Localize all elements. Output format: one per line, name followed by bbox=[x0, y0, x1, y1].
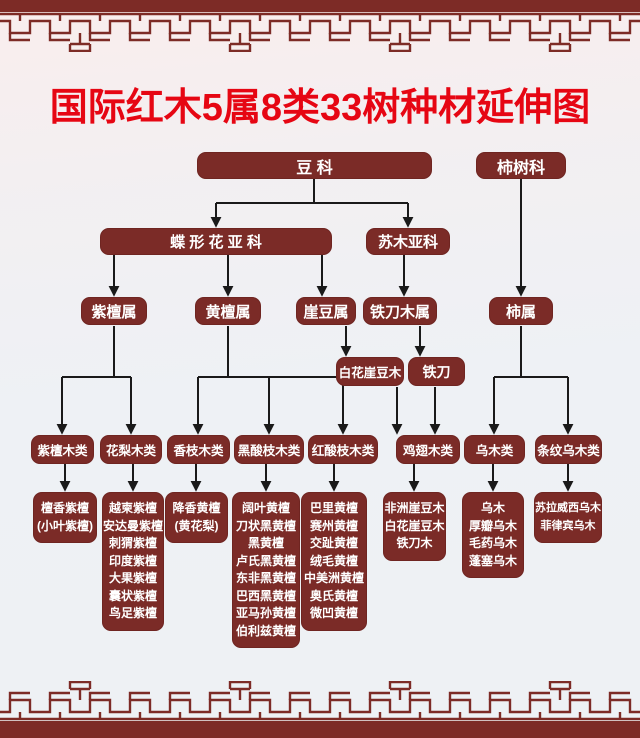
frame-top-lattice-pattern bbox=[0, 12, 640, 52]
genus-millettia: 崖豆属 bbox=[296, 297, 356, 325]
category-jichi: 鸡翅木类 bbox=[396, 435, 460, 464]
category-wumu: 乌木类 bbox=[464, 435, 525, 464]
poster-title: 国际红木5属8类33树种材延伸图 bbox=[49, 87, 591, 129]
frame-bottom-lattice-pattern bbox=[0, 681, 640, 721]
species-list-wumu: 乌木厚瓣乌木毛药乌木蓬塞乌木 bbox=[462, 492, 524, 578]
species-list-heisuanzhi: 阔叶黄檀刀状黑黄檀黑黄檀卢氏黑黄檀东非黑黄檀巴西黑黄檀亚马孙黄檀伯利兹黄檀 bbox=[232, 492, 300, 648]
genus-dalbergia: 黄檀属 bbox=[195, 297, 261, 325]
category-xiangzhi: 香枝木类 bbox=[167, 435, 230, 464]
genus-diospyros: 柿属 bbox=[489, 297, 553, 325]
species-item: 菲律宾乌木 bbox=[540, 519, 596, 532]
species-item: 微凹黄檀 bbox=[309, 606, 358, 621]
category-hongsuanzhi: 红酸枝木类 bbox=[308, 435, 378, 464]
node-millettia-leucantha: 白花崖豆木 bbox=[336, 357, 404, 386]
species-item: 鸟足紫檀 bbox=[108, 606, 157, 621]
category-huali: 花梨木类 bbox=[100, 435, 162, 464]
subfamily-caesalpinioideae: 苏木亚科 bbox=[366, 228, 450, 255]
species-item: 东非黑黄檀 bbox=[235, 571, 296, 585]
species-item: 苏拉威西乌木 bbox=[535, 502, 601, 514]
species-item: 刺猬紫檀 bbox=[108, 536, 157, 551]
species-list-tiaowenwumu: 苏拉威西乌木菲律宾乌木 bbox=[534, 492, 602, 543]
frame-bottom-bar bbox=[0, 721, 640, 738]
genus-pterocarpus: 紫檀属 bbox=[81, 297, 147, 325]
species-item: 交趾黄檀 bbox=[309, 536, 358, 551]
species-item: 伯利兹黄檀 bbox=[235, 623, 296, 638]
species-item: 铁刀木 bbox=[396, 536, 433, 551]
frame-top-bar bbox=[0, 0, 640, 12]
family-legume: 豆 科 bbox=[197, 152, 432, 179]
species-list-hongsuanzhi: 巴里黄檀赛州黄檀交趾黄檀绒毛黄檀中美洲黄檀奥氏黄檀微凹黄檀 bbox=[301, 492, 367, 631]
species-item: 非洲崖豆木 bbox=[384, 501, 445, 516]
species-list-jichi: 非洲崖豆木白花崖豆木铁刀木 bbox=[383, 492, 446, 561]
species-item: 檀香紫檀 bbox=[40, 501, 89, 515]
category-tiaowenwumu: 条纹乌木类 bbox=[535, 435, 602, 464]
species-item: 蓬塞乌木 bbox=[468, 553, 517, 568]
species-item: 囊状紫檀 bbox=[108, 588, 157, 603]
species-item: (小叶紫檀) bbox=[37, 518, 93, 533]
species-item: 巴里黄檀 bbox=[309, 501, 358, 516]
species-item: 毛药乌木 bbox=[468, 536, 517, 550]
species-item: 黑黄檀 bbox=[247, 536, 284, 550]
genus-senna: 铁刀木属 bbox=[363, 297, 437, 325]
species-item: 中美洲黄檀 bbox=[303, 571, 364, 586]
category-zitan: 紫檀木类 bbox=[31, 435, 94, 464]
species-list-zitan: 檀香紫檀 (小叶紫檀) bbox=[33, 492, 97, 543]
species-item: 厚瓣乌木 bbox=[468, 518, 517, 533]
species-item: 赛州黄檀 bbox=[309, 518, 358, 533]
species-item: 安达曼紫檀 bbox=[103, 518, 164, 533]
species-item: 奥氏黄檀 bbox=[309, 588, 358, 603]
species-item: 越柬紫檀 bbox=[108, 501, 157, 516]
category-heisuanzhi: 黑酸枝木类 bbox=[234, 435, 304, 464]
species-item: 亚马孙黄檀 bbox=[235, 606, 296, 620]
species-item: 印度紫檀 bbox=[108, 553, 157, 568]
species-item: 白花崖豆木 bbox=[384, 518, 445, 533]
species-item: 巴西黑黄檀 bbox=[235, 588, 296, 603]
species-item: 绒毛黄檀 bbox=[309, 553, 358, 568]
family-persimmon: 柿树科 bbox=[476, 152, 566, 179]
subfamily-papilionoideae: 蝶 形 花 亚 科 bbox=[100, 228, 332, 255]
species-list-xiangzhi: 降香黄檀 (黄花梨) bbox=[165, 492, 228, 543]
node-tiedao: 铁刀 bbox=[408, 357, 465, 386]
species-item: 阔叶黄檀 bbox=[241, 501, 290, 515]
species-item: 降香黄檀 bbox=[172, 501, 221, 515]
species-list-huali: 越柬紫檀安达曼紫檀刺猬紫檀印度紫檀大果紫檀囊状紫檀鸟足紫檀 bbox=[102, 492, 164, 631]
species-item: 大果紫檀 bbox=[108, 571, 157, 586]
species-item: (黄花梨) bbox=[174, 518, 219, 533]
species-item: 乌木 bbox=[480, 501, 505, 515]
species-item: 卢氏黑黄檀 bbox=[235, 553, 296, 568]
species-item: 刀状黑黄檀 bbox=[235, 518, 296, 533]
